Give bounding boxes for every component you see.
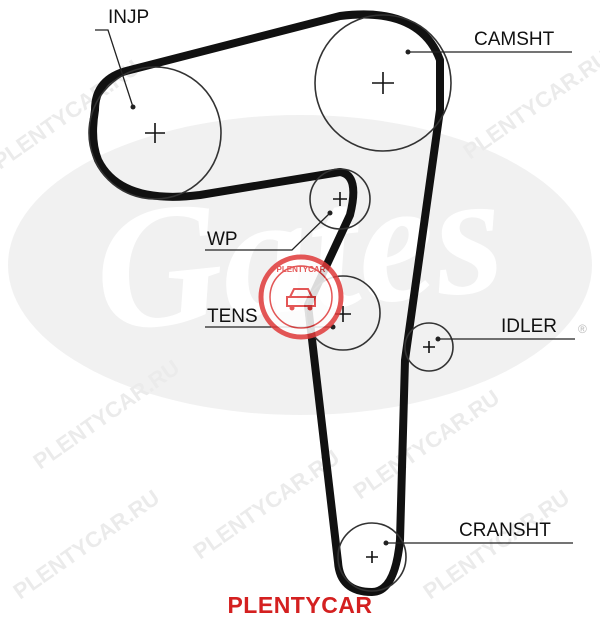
leader-lines bbox=[95, 29, 575, 544]
camsht-label: CAMSHT bbox=[474, 29, 555, 50]
cransht-label: CRANSHT bbox=[459, 520, 551, 541]
idler-label: IDLER bbox=[501, 316, 557, 337]
watermark-text: PLENTYCAR.RU bbox=[9, 485, 165, 604]
injp-pulley bbox=[88, 66, 222, 200]
plus-mark-icon bbox=[333, 192, 347, 206]
plus-mark-icon bbox=[145, 123, 165, 143]
watermark-text: PLENTYCAR.RU bbox=[459, 45, 600, 164]
idler-pulley bbox=[404, 322, 454, 372]
timing-belt bbox=[89, 10, 444, 596]
plus-mark-icon bbox=[372, 72, 394, 94]
leader-dots bbox=[130, 49, 441, 546]
watermark-text: PLENTYCAR.RU bbox=[189, 445, 345, 564]
injp-label: INJP bbox=[108, 7, 149, 28]
watermark-text: PLENTYCAR.RU bbox=[419, 485, 575, 604]
wp-pulley bbox=[309, 168, 371, 230]
plus-mark-icon bbox=[423, 341, 435, 353]
camsht-pulley bbox=[314, 14, 452, 152]
plus-mark-icon bbox=[366, 551, 378, 563]
plentycar-stamp: PLENTYCAR bbox=[258, 254, 344, 340]
pulleys bbox=[88, 14, 454, 592]
cransht-pulley bbox=[337, 522, 407, 592]
wp-leader bbox=[205, 212, 331, 251]
tens-label: TENS bbox=[207, 306, 258, 327]
registered-mark: ® bbox=[578, 322, 587, 336]
footer-brand: PLENTYCAR bbox=[227, 592, 373, 618]
stamp-text: PLENTYCAR bbox=[277, 265, 326, 274]
wp-label: WP bbox=[207, 229, 238, 250]
injp-leader bbox=[95, 29, 134, 108]
